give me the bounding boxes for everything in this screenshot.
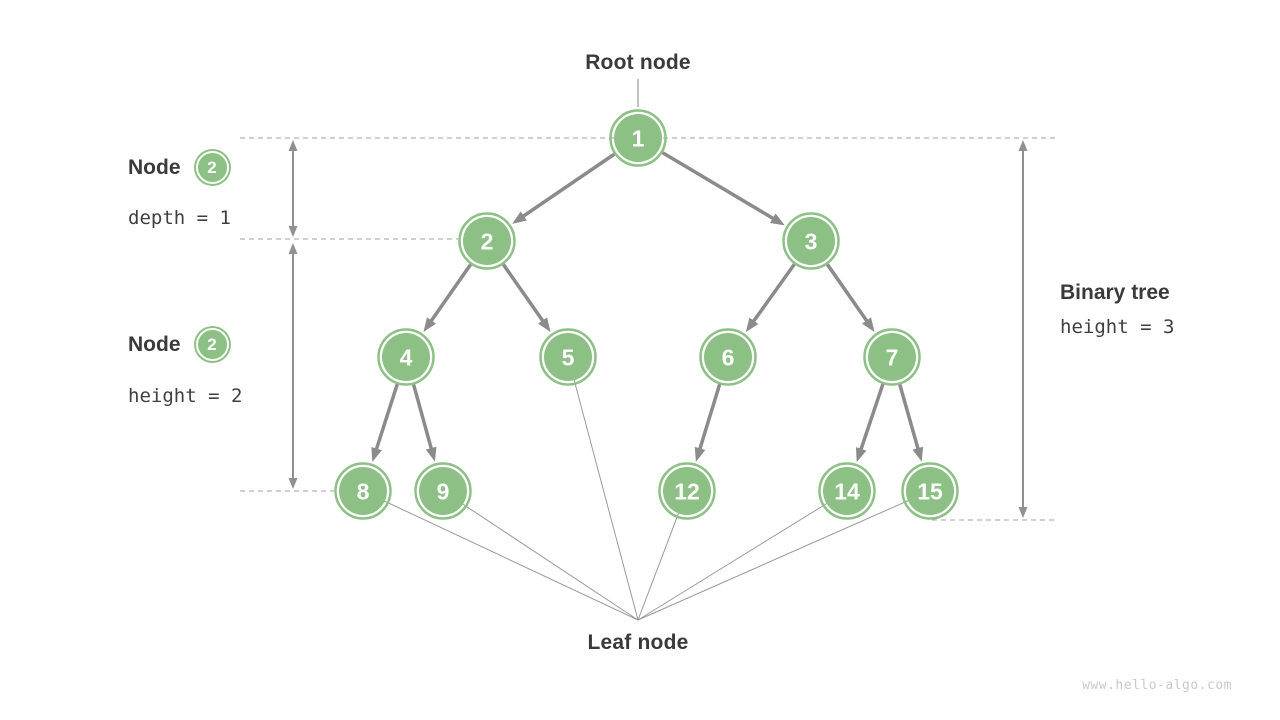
tree-node-value: 9 <box>437 479 450 505</box>
tree-node-value: 15 <box>917 479 943 505</box>
tree-node-circle <box>614 114 662 162</box>
tree-node-value: 8 <box>357 479 370 505</box>
root-node-label: Root node <box>585 51 691 74</box>
edge-3-7 <box>826 263 872 327</box>
leaf-pointer-line-8 <box>362 490 639 621</box>
tree-node-circle <box>544 333 592 381</box>
tree-node-ring <box>539 328 597 386</box>
tree-node-value: 2 <box>481 229 494 255</box>
tree-node-ring <box>377 328 435 386</box>
edge-arrowhead-7-14 <box>855 447 867 463</box>
tree-node-ring <box>699 328 757 386</box>
node-height-title: Node <box>128 332 181 356</box>
edge-arrowhead-6-12 <box>694 446 706 462</box>
tree-node-value: 4 <box>400 345 413 371</box>
tree-node-circle <box>906 467 954 515</box>
tree-node-ring <box>901 462 959 520</box>
tree-node-ring <box>782 212 840 270</box>
edge-arrowhead-2-5 <box>538 317 551 332</box>
tree-node-4: 4 <box>377 328 435 386</box>
leaf-pointer-line-5 <box>567 356 639 621</box>
tree-node-8: 8 <box>334 462 392 520</box>
node-height-badge: 2 <box>195 328 229 361</box>
node-depth-badge: 2 <box>195 151 229 184</box>
tree-node-circle <box>663 467 711 515</box>
tree-node-15: 15 <box>901 462 959 520</box>
tree-node-ring <box>863 328 921 386</box>
tree-node-12: 12 <box>658 462 716 520</box>
edge-arrowhead-3-7 <box>862 317 875 332</box>
tree-node-ring <box>818 462 876 520</box>
tree-node-ring <box>458 212 516 270</box>
tree-node-value: 7 <box>886 345 899 371</box>
tree-node-9: 9 <box>414 462 472 520</box>
edge-2-4 <box>426 263 472 327</box>
leaf-node-label: Leaf node <box>587 631 689 654</box>
leaf-pointer-line-15 <box>637 490 931 621</box>
tree-node-2: 2 <box>458 212 516 270</box>
tree-node-ring <box>609 109 667 167</box>
tree-node-3: 3 <box>782 212 840 270</box>
edge-arrowhead-1-2 <box>512 211 527 224</box>
dimension-arrowhead <box>1018 140 1028 151</box>
tree-node-1: 1 <box>609 109 667 167</box>
edge-7-14 <box>857 383 885 456</box>
dimension-arrowhead <box>288 243 298 254</box>
tree-node-ring <box>414 462 472 520</box>
tree-node-value: 5 <box>562 345 575 371</box>
edge-1-3 <box>661 151 779 223</box>
tree-node-value: 1 <box>632 126 645 152</box>
edge-4-9 <box>412 383 435 455</box>
tree-node-14: 14 <box>818 462 876 520</box>
dimension-arrowhead <box>288 226 298 237</box>
node-height-title-row: Node 2 <box>128 323 242 366</box>
tree-node-circle <box>823 467 871 515</box>
node-depth-value: depth = 1 <box>128 207 231 229</box>
binary-tree-height-value: height = 3 <box>1060 316 1175 338</box>
edge-7-15 <box>898 383 921 455</box>
tree-node-value: 12 <box>674 479 700 505</box>
edge-arrowhead-2-4 <box>423 317 436 332</box>
tree-node-circle <box>463 217 511 265</box>
edge-2-5 <box>502 263 548 327</box>
tree-node-circle <box>787 217 835 265</box>
tree-node-circle <box>382 333 430 381</box>
edge-3-6 <box>749 263 796 327</box>
edge-arrowhead-4-8 <box>371 446 382 462</box>
tree-node-ring <box>658 462 716 520</box>
edge-arrowhead-3-6 <box>745 317 759 333</box>
tree-node-7: 7 <box>863 328 921 386</box>
dimension-arrowhead <box>288 478 298 489</box>
binary-tree-annotation: Binary tree height = 3 <box>1060 280 1174 338</box>
leaf-pointer-line-9 <box>442 490 639 621</box>
leaf-pointer-line-14 <box>637 490 848 621</box>
edge-1-2 <box>517 152 616 221</box>
edge-4-8 <box>373 383 399 456</box>
tree-node-ring <box>334 462 392 520</box>
tree-node-value: 14 <box>834 479 860 505</box>
edge-arrowhead-1-3 <box>769 213 785 226</box>
edge-arrowhead-4-9 <box>425 446 437 462</box>
edge-6-12 <box>696 383 722 455</box>
watermark: www.hello-algo.com <box>1082 678 1232 693</box>
tree-node-value: 3 <box>805 229 818 255</box>
tree-node-5: 5 <box>539 328 597 386</box>
node-depth-title-row: Node 2 <box>128 146 231 189</box>
tree-node-6: 6 <box>699 328 757 386</box>
tree-node-value: 6 <box>722 345 735 371</box>
tree-node-circle <box>868 333 916 381</box>
dimension-arrowhead <box>1018 507 1028 518</box>
tree-node-circle <box>704 333 752 381</box>
edge-arrowhead-7-15 <box>912 446 924 462</box>
dimension-arrowhead <box>288 140 298 151</box>
tree-node-circle <box>339 467 387 515</box>
node-height-value: height = 2 <box>128 385 243 407</box>
node-depth-title: Node <box>128 155 181 179</box>
node-depth-annotation: Node 2 depth = 1 <box>128 146 231 229</box>
binary-tree-title: Binary tree <box>1060 281 1170 304</box>
node-height-annotation: Node 2 height = 2 <box>128 323 242 407</box>
tree-node-circle <box>419 467 467 515</box>
